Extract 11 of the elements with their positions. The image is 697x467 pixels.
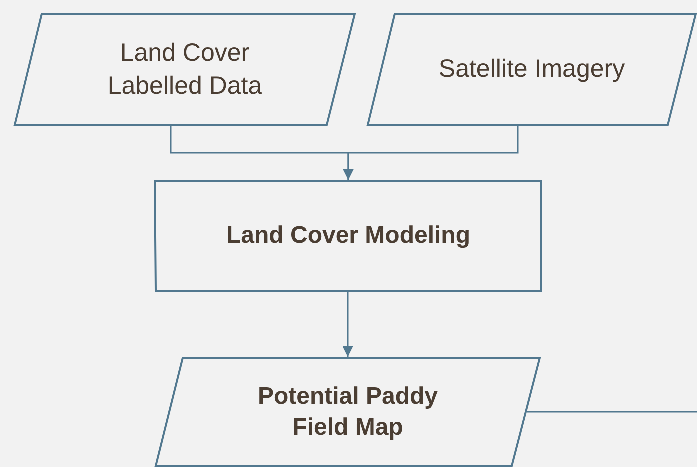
node-label: Satellite Imagery xyxy=(438,54,626,86)
data-parallelogram xyxy=(14,13,356,126)
process-box xyxy=(155,180,542,292)
node-label: Land Cover Labelled Data xyxy=(106,38,264,102)
connector-line xyxy=(527,411,697,413)
arrow xyxy=(343,126,519,180)
node-label: Potential Paddy Field Map xyxy=(256,382,440,443)
data-parallelogram xyxy=(155,357,541,467)
data-parallelogram xyxy=(367,13,697,126)
arrow xyxy=(342,292,354,357)
node-label: Land Cover Modeling xyxy=(225,221,472,252)
